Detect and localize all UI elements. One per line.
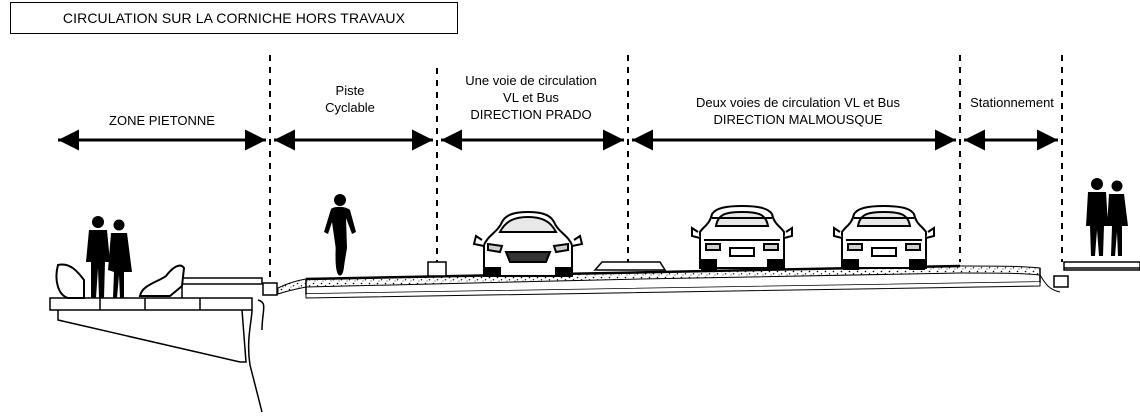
zone-separators bbox=[269, 55, 1063, 285]
curb-bike-separator bbox=[427, 261, 447, 277]
car-front-icon bbox=[472, 210, 584, 277]
promenade-rail bbox=[181, 277, 263, 285]
bench-icon bbox=[138, 264, 186, 297]
road-structure bbox=[277, 264, 1061, 299]
car-rear-icon bbox=[691, 204, 793, 270]
median-island bbox=[593, 261, 667, 271]
zone-label-line: DIRECTION PRADO bbox=[470, 107, 592, 122]
zone-label-line: Une voie de circulation bbox=[465, 73, 597, 88]
pedestrian-icon bbox=[1107, 180, 1128, 256]
pedestrian-icon bbox=[86, 216, 110, 298]
curb-right bbox=[1053, 275, 1069, 288]
car-rear-icon bbox=[833, 204, 935, 270]
zone-label-line: DIRECTION MALMOUSQUE bbox=[713, 112, 883, 127]
zone-label-line: Piste bbox=[335, 83, 365, 98]
curb-left bbox=[262, 282, 278, 296]
zone-label-pietonne: ZONE PIETONNE bbox=[82, 112, 242, 129]
zone-label-prado: Une voie de circulation VL et Bus DIRECT… bbox=[448, 72, 614, 123]
promenade-slab bbox=[49, 297, 253, 311]
zone-label-line: Deux voies de circulation VL et Bus bbox=[695, 95, 900, 110]
pedestrians-left bbox=[86, 216, 132, 298]
curbs bbox=[262, 261, 1140, 296]
zone-label-line: Stationnement bbox=[970, 95, 1054, 110]
cliff-face bbox=[247, 309, 263, 413]
cliff bbox=[57, 309, 247, 363]
zone-label-stationnement: Stationnement bbox=[960, 94, 1064, 111]
sidewalk-right bbox=[1063, 261, 1140, 271]
bench-icon bbox=[55, 263, 85, 299]
pedestrian-icon bbox=[108, 219, 132, 298]
zone-label-line: Cyclable bbox=[325, 100, 375, 115]
pedestrian-icon bbox=[1086, 178, 1108, 256]
cyclist-icon bbox=[324, 194, 356, 276]
pedestrians-right bbox=[1086, 178, 1128, 256]
diagram-title: CIRCULATION SUR LA CORNICHE HORS TRAVAUX bbox=[10, 2, 458, 34]
zone-label-malmousque: Deux voies de circulation VL et Bus DIRE… bbox=[664, 94, 932, 128]
zone-label-line: ZONE PIETONNE bbox=[109, 113, 215, 128]
benches bbox=[55, 263, 186, 299]
zone-label-line: VL et Bus bbox=[503, 90, 559, 105]
zone-label-cyclable: Piste Cyclable bbox=[300, 82, 400, 116]
terrain bbox=[49, 277, 265, 413]
